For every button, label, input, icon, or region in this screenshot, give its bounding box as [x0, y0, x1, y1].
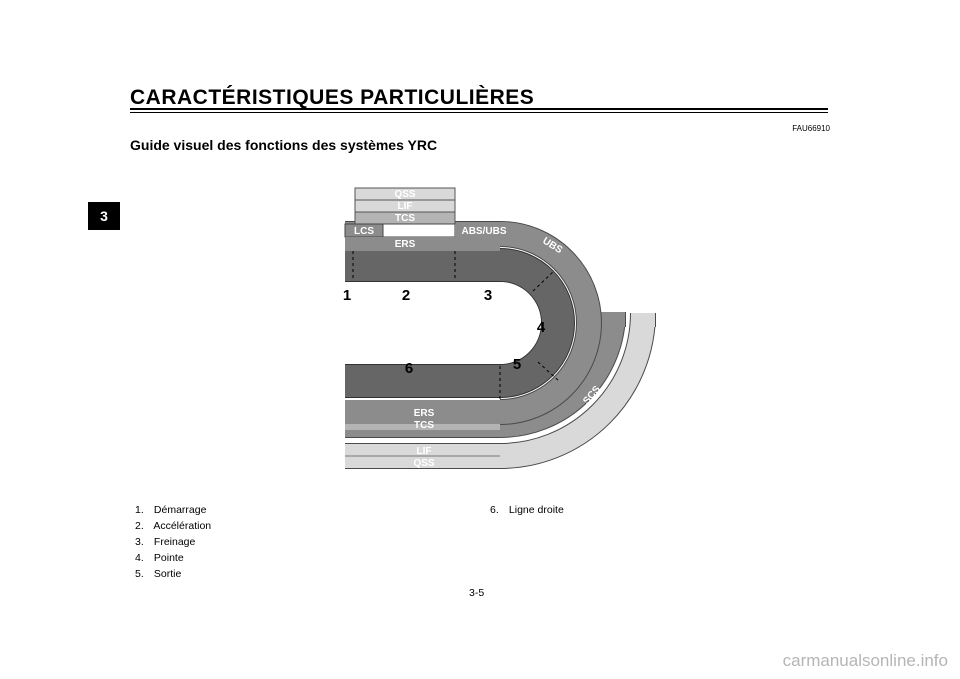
marker-6: 6: [405, 360, 413, 377]
box-ers-top: [345, 237, 500, 251]
watermark: carmanualsonline.info: [782, 651, 948, 670]
marker-line-5: [537, 361, 561, 383]
page-header-title: CARACTÉRISTIQUES PARTICULIÈRES: [130, 86, 535, 109]
legend-item: 4. Pointe: [135, 552, 184, 564]
label-lif-top: LIF: [398, 201, 413, 212]
header-rule-thin: [130, 112, 828, 113]
label-ers-bottom: ERS: [414, 408, 435, 419]
section-title: Guide visuel des fonctions des systèmes …: [130, 137, 438, 153]
marker-2: 2: [402, 287, 410, 304]
legend-item: 2. Accélération: [135, 520, 212, 532]
qss-lif-ring-fill: [345, 312, 655, 468]
marker-4: 4: [537, 319, 546, 336]
legend-item: 5. Sortie: [135, 568, 182, 580]
label-abs-ubs: ABS/UBS: [461, 226, 506, 237]
marker-line-4: [532, 269, 556, 292]
label-lcs: LCS: [354, 226, 374, 237]
marker-3: 3: [484, 287, 492, 304]
header-rule: [130, 108, 828, 110]
label-lif-bottom: LIF: [417, 446, 432, 457]
track-dark-fill: [345, 249, 575, 397]
label-qss-top: QSS: [394, 189, 415, 200]
legend-left: 1. Démarrage 2. Accélération 3. Freinage…: [135, 502, 211, 582]
page-number: 3-5: [469, 587, 485, 599]
track-inner: [345, 282, 541, 364]
box-blank: [382, 223, 456, 238]
legend-right: 6. Ligne droite: [490, 502, 564, 518]
label-tcs-top: TCS: [395, 213, 415, 224]
marker-5: 5: [513, 356, 521, 373]
label-ers-top: ERS: [395, 239, 416, 250]
legend-item: 1. Démarrage: [135, 504, 207, 516]
label-tcs-bottom: TCS: [414, 420, 434, 431]
marker-1: 1: [343, 287, 351, 304]
legend-item: 3. Freinage: [135, 536, 196, 548]
legend-item: 6. Ligne droite: [490, 504, 564, 516]
reference-code: FAU66910: [792, 124, 830, 133]
label-qss-bottom: QSS: [413, 458, 434, 469]
box-abs-ubs: [455, 224, 510, 237]
chapter-tab: 3: [88, 202, 120, 230]
